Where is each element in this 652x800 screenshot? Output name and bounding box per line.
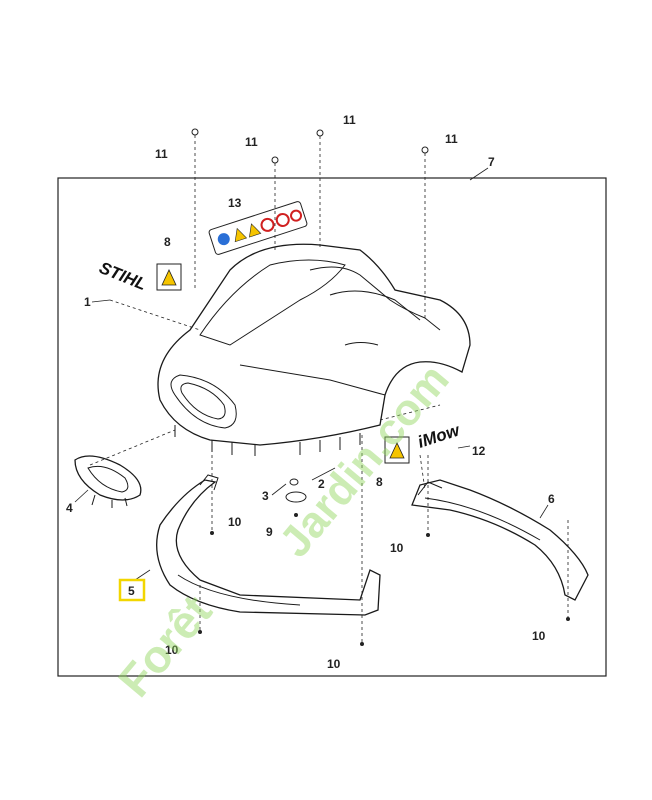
- callout-5: 5: [128, 584, 135, 598]
- callout-10-d: 10: [390, 541, 404, 555]
- callout-11-a: 11: [155, 147, 168, 161]
- callout-8-upper: 8: [164, 235, 171, 249]
- callout-4: 4: [66, 501, 73, 515]
- part-5-front-bumper: [156, 474, 381, 616]
- callout-10-a: 10: [228, 515, 242, 529]
- part-3-nut: [289, 478, 299, 486]
- diagram-frame: [57, 177, 607, 677]
- callout-11-b: 11: [245, 135, 258, 149]
- warning-label-upper: [156, 263, 182, 291]
- callout-3: 3: [262, 489, 269, 503]
- safety-sticker: [208, 201, 308, 255]
- callout-6: 6: [548, 492, 555, 506]
- callout-8-lower: 8: [376, 475, 383, 489]
- callout-10-c: 10: [327, 657, 341, 671]
- callout-12: 12: [472, 444, 486, 458]
- part-2-cap: [285, 491, 307, 503]
- part-9-screw: [294, 513, 298, 517]
- part-6-rear-bumper: [411, 479, 589, 601]
- callout-11-d: 11: [445, 132, 458, 146]
- screw-11-group: [191, 128, 429, 320]
- callout-7: 7: [488, 155, 495, 169]
- warning-label-lower: [384, 436, 410, 464]
- callout-1: 1: [84, 295, 91, 309]
- callout-13: 13: [228, 196, 242, 210]
- callout-10-b: 10: [165, 643, 179, 657]
- stihl-logo: STIHL: [97, 258, 150, 294]
- screw-10-group: [198, 435, 570, 646]
- main-cover-shell: [157, 243, 471, 456]
- callout-2: 2: [318, 477, 325, 491]
- callout-10-e: 10: [532, 629, 546, 643]
- part-4-cap: [74, 455, 142, 508]
- callout-11-c: 11: [343, 113, 356, 127]
- callout-5-highlight: [118, 578, 146, 602]
- callout-9: 9: [266, 525, 273, 539]
